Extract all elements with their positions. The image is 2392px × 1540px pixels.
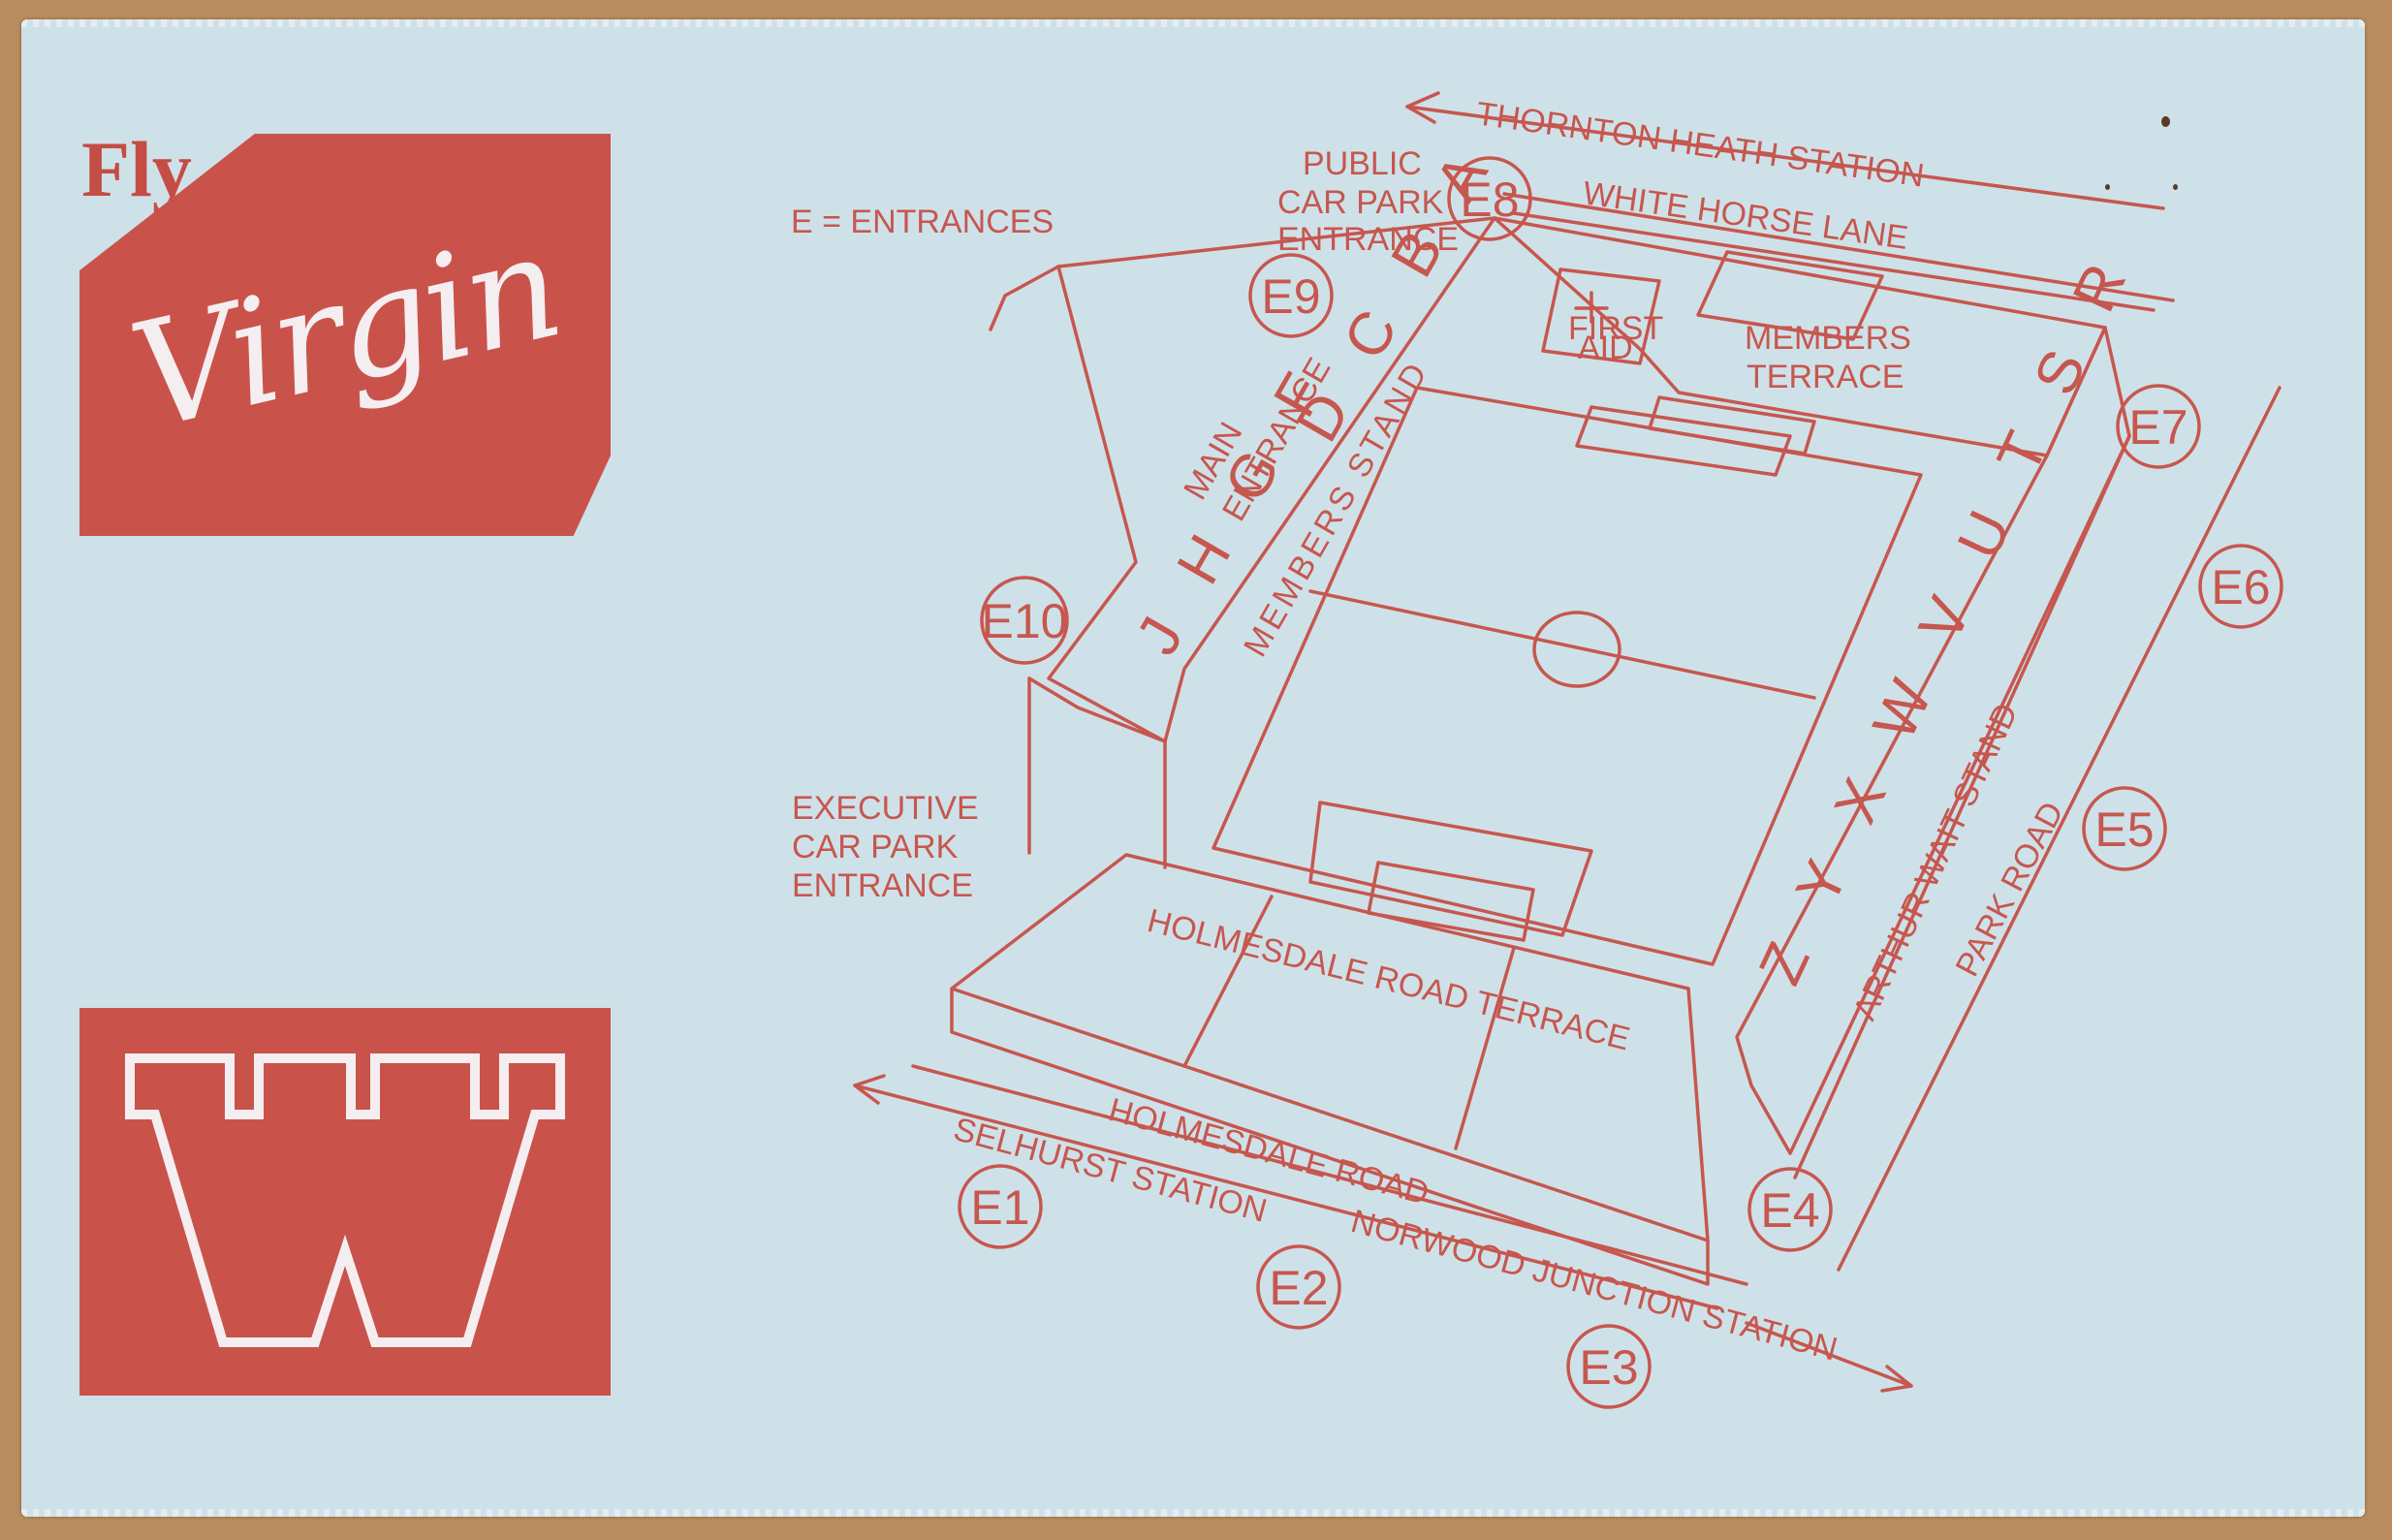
holmesdale-terrace-label: HOLMESDALE ROAD TERRACE	[1144, 902, 1633, 1058]
ink-speck	[2161, 116, 2170, 127]
entrance-markers: E1 E2 E3 E4 E5 E6 E7 E8 E9 E10	[958, 156, 2283, 1409]
stadium-diagram: E = ENTRANCES THORNTON HEATH STATION WHI…	[791, 91, 2283, 1409]
entrance-e1: E1	[958, 1164, 1043, 1249]
executive-car-park-line2: CAR PARK	[792, 829, 959, 865]
members-terrace-box	[1696, 250, 1884, 341]
members-terrace-line2: TERRACE	[1747, 359, 1904, 395]
south-penalty-box	[1308, 801, 1593, 937]
svg-text:E4: E4	[1760, 1183, 1819, 1238]
centre-circle	[1532, 611, 1621, 688]
svg-text:E1: E1	[970, 1180, 1029, 1235]
svg-text:E9: E9	[1261, 269, 1320, 324]
public-car-park-line2: CAR PARK	[1277, 184, 1444, 221]
ink-speck	[2173, 184, 2178, 190]
members-terrace-shape	[1493, 216, 2107, 457]
legend-text: E = ENTRANCES	[791, 204, 1054, 240]
entrance-e4: E4	[1747, 1167, 1833, 1252]
svg-text:E5: E5	[2094, 802, 2154, 857]
entrance-e2: E2	[1256, 1244, 1341, 1330]
first-aid-cross-icon	[1574, 291, 1609, 324]
entrance-e7: E7	[2116, 384, 2201, 469]
members-terrace-line1: MEMBERS	[1745, 320, 1911, 357]
public-car-park-line1: PUBLIC	[1303, 145, 1422, 182]
members-stand-top	[989, 265, 1060, 331]
svg-text:E2: E2	[1269, 1261, 1328, 1315]
executive-car-park-line1: EXECUTIVE	[792, 790, 979, 827]
thornton-road-line	[1405, 105, 2165, 210]
entrance-e8: E8	[1447, 156, 1532, 241]
ink-speck	[2105, 184, 2110, 190]
svg-text:E3: E3	[1579, 1340, 1638, 1395]
members-stand-edge	[1027, 676, 1167, 743]
svg-text:E10: E10	[982, 594, 1068, 648]
svg-text:E6: E6	[2211, 560, 2270, 614]
white-horse-line-1	[1502, 192, 2175, 302]
stadium-outline	[950, 216, 2131, 1286]
white-horse-line-2	[1512, 211, 2156, 312]
north-penalty-box	[1575, 405, 1792, 477]
thornton-arrow-icon	[1405, 91, 1440, 124]
norwood-arrow-icon	[1880, 1365, 1913, 1393]
entrance-e3: E3	[1566, 1324, 1652, 1409]
holmesdale-terrace-front	[950, 987, 1710, 1286]
halfway-line	[1308, 589, 1816, 700]
club-w-logo: W	[79, 1008, 611, 1396]
entrance-e6: E6	[2198, 544, 2283, 629]
entrance-e9: E9	[1248, 253, 1334, 338]
park-road-line	[1837, 386, 2282, 1272]
south-goal	[1367, 861, 1535, 942]
norwood-road-line	[1745, 1321, 1913, 1388]
terrace-divider-2	[1454, 946, 1516, 1150]
holmesdale-road-line	[853, 1084, 1719, 1310]
castle-w-icon: W	[125, 1053, 565, 1347]
executive-car-park-line3: ENTRANCE	[792, 867, 973, 904]
north-goal	[1648, 395, 1816, 456]
first-aid-line2: AID	[1578, 330, 1633, 366]
arthur-wait-back	[1793, 434, 2131, 1179]
entrance-e5: E5	[2082, 786, 2167, 871]
thornton-label: THORNTON HEATH STATION	[1474, 95, 1927, 194]
first-aid-box	[1541, 267, 1661, 365]
map-card: Fly Virgin W E = ENTRANCES THORNTON HEAT…	[21, 19, 2365, 1517]
terrace-divider-1	[1182, 895, 1274, 1068]
holmesdale-road-line-2	[911, 1064, 1748, 1286]
selhurst-arrow-icon	[853, 1074, 886, 1105]
svg-text:E7: E7	[2128, 400, 2187, 455]
first-aid-line1: FIRST	[1568, 310, 1663, 347]
white-horse-label: WHITE HORSE LANE	[1581, 174, 1910, 257]
svg-text:E8: E8	[1460, 173, 1519, 227]
entrance-e10: E10	[980, 576, 1069, 665]
